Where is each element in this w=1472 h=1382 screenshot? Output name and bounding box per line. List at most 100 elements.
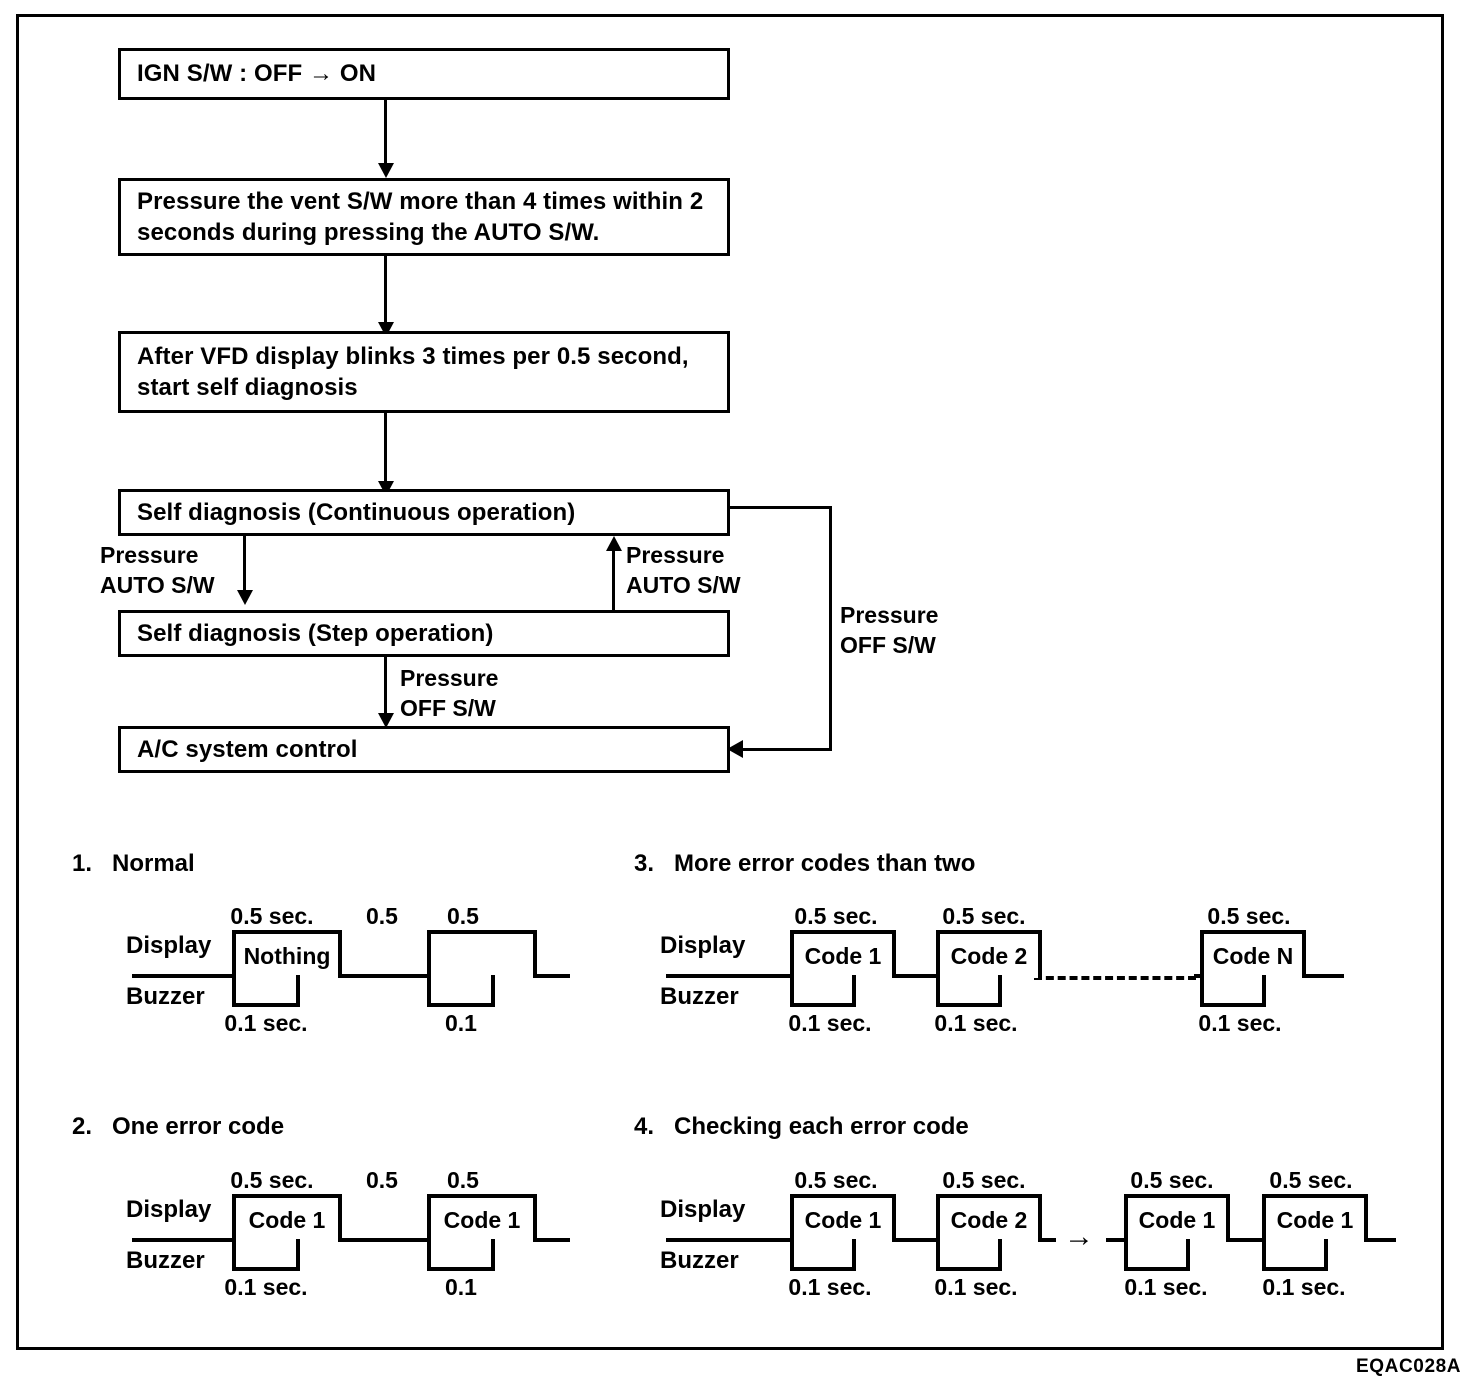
flow-connector-vent-to-vfd — [384, 256, 387, 330]
timing-4-baseline-right — [1106, 1238, 1396, 1242]
flow-node-continuous: Self diagnosis (Continuous operation) — [118, 489, 730, 536]
timing-2-pulse-1-display: Code 1 — [232, 1194, 342, 1242]
timing-2-pulse-2-display: Code 1 — [427, 1194, 537, 1242]
timing-3-pulse-1-display-text: Code 1 — [804, 942, 882, 969]
flow-connector-ign-to-vent — [384, 100, 387, 170]
timing-4-pulse-3-bottom-label: 0.1 sec. — [1124, 1274, 1208, 1300]
timing-1-pulse-1-top-label: 0.5 sec. — [230, 903, 314, 929]
timing-3-pulse-2-display-text: Code 2 — [950, 942, 1028, 969]
timing-3-pulse-1-buzzer — [790, 975, 856, 1007]
timing-4-pulse-4-display-text: Code 1 — [1276, 1206, 1354, 1233]
timing-2-pulse-2-display-text: Code 1 — [443, 1206, 521, 1233]
timing-1-pulse-1-bottom-label: 0.1 sec. — [224, 1010, 308, 1036]
timing-1-gap-label: 0.5 — [366, 903, 398, 929]
flow-connector-vfd-to-continuous — [384, 413, 387, 489]
flow-loop-bottom-segment — [742, 748, 832, 751]
timing-3-pulse-2-buzzer — [936, 975, 1002, 1007]
timing-3-pulse-n-display: Code N — [1200, 930, 1306, 978]
timing-2-pulse-1-top-label: 0.5 sec. — [230, 1167, 314, 1193]
flow-connector-step-to-continuous — [612, 545, 615, 610]
flow-node-step-label: Self diagnosis (Step operation) — [137, 619, 494, 647]
timing-4-display-label: Display — [660, 1196, 746, 1223]
flow-loop-vertical-segment — [829, 506, 832, 750]
timing-2-title: One error code — [112, 1113, 285, 1140]
timing-4-buzzer-label: Buzzer — [660, 1247, 739, 1274]
flow-arrowhead-step-to-continuous — [606, 536, 622, 551]
timing-3-display-label: Display — [660, 932, 746, 959]
timing-3-pulse-2-top-label: 0.5 sec. — [942, 903, 1026, 929]
timing-4-pulse-2-display: Code 2 — [936, 1194, 1042, 1242]
flow-label-auto-sw-up: Pressure AUTO S/W — [626, 542, 741, 599]
timing-1-pulse-2-display — [427, 930, 537, 978]
flow-node-ign-label: IGN S/W : OFF → ON — [137, 60, 377, 88]
timing-1-pulse-1-display-text: Nothing — [243, 942, 331, 969]
timing-3-pulse-n-top-label: 0.5 sec. — [1207, 903, 1291, 929]
timing-4-title: Checking each error code — [674, 1113, 969, 1140]
timing-2-pulse-2-buzzer — [427, 1239, 495, 1271]
timing-1-number: 1. — [72, 850, 93, 877]
timing-1-pulse-2-top-label: 0.5 — [447, 903, 479, 929]
flow-node-continuous-label: Self diagnosis (Continuous operation) — [137, 498, 576, 526]
flow-arrowhead-continuous-to-step — [237, 590, 253, 605]
timing-1-display-label: Display — [126, 932, 212, 959]
timing-1-pulse-2-bottom-label: 0.1 — [445, 1010, 477, 1036]
flow-node-ac-label: A/C system control — [137, 735, 358, 763]
timing-1-buzzer-label: Buzzer — [126, 983, 205, 1010]
timing-2-buzzer-label: Buzzer — [126, 1247, 205, 1274]
flow-node-step: Self diagnosis (Step operation) — [118, 610, 730, 657]
timing-3-pulse-2-display: Code 2 — [936, 930, 1042, 978]
flow-connector-continuous-to-step — [243, 536, 246, 598]
flow-node-ac: A/C system control — [118, 726, 730, 773]
timing-1-baseline — [132, 974, 570, 978]
timing-1-title: Normal — [112, 850, 195, 877]
timing-3-pulse-1-bottom-label: 0.1 sec. — [788, 1010, 872, 1036]
page-border — [16, 14, 1444, 1350]
flow-loop-top-segment — [727, 506, 832, 509]
flow-node-vent: Pressure the vent S/W more than 4 times … — [118, 178, 730, 256]
flow-node-ign: IGN S/W : OFF → ON — [118, 48, 730, 100]
timing-3-title: More error codes than two — [674, 850, 976, 877]
flow-node-vent-label: Pressure the vent S/W more than 4 times … — [137, 187, 704, 246]
timing-3-number: 3. — [634, 850, 655, 877]
timing-4-number: 4. — [634, 1113, 655, 1140]
timing-2-baseline — [132, 1238, 570, 1242]
timing-4-sequence-arrow: → — [1064, 1220, 1094, 1253]
flow-arrowhead-loop-to-ac — [727, 740, 743, 758]
timing-2-display-label: Display — [126, 1196, 212, 1223]
timing-2-pulse-1-display-text: Code 1 — [248, 1206, 326, 1233]
timing-4-pulse-1-display: Code 1 — [790, 1194, 896, 1242]
timing-1-pulse-1-buzzer — [232, 975, 300, 1007]
timing-2-pulse-2-bottom-label: 0.1 — [445, 1274, 477, 1300]
timing-3-dashed-continuation — [1034, 976, 1196, 980]
flow-node-vfd: After VFD display blinks 3 times per 0.5… — [118, 331, 730, 413]
timing-4-pulse-4-top-label: 0.5 sec. — [1269, 1167, 1353, 1193]
timing-3-pulse-1-display: Code 1 — [790, 930, 896, 978]
timing-4-pulse-1-display-text: Code 1 — [804, 1206, 882, 1233]
timing-4-pulse-1-top-label: 0.5 sec. — [794, 1167, 878, 1193]
flow-label-auto-sw-down: Pressure AUTO S/W — [100, 542, 215, 599]
timing-3-pulse-n-bottom-label: 0.1 sec. — [1198, 1010, 1282, 1036]
flow-label-off-sw-loop: Pressure OFF S/W — [840, 602, 939, 659]
flow-label-off-sw-step: Pressure OFF S/W — [400, 665, 499, 722]
timing-2-pulse-1-bottom-label: 0.1 sec. — [224, 1274, 308, 1300]
timing-4-pulse-4-display: Code 1 — [1262, 1194, 1368, 1242]
timing-3-pulse-1-top-label: 0.5 sec. — [794, 903, 878, 929]
timing-2-pulse-1-buzzer — [232, 1239, 300, 1271]
timing-4-pulse-2-buzzer — [936, 1239, 1002, 1271]
timing-4-pulse-3-display-text: Code 1 — [1138, 1206, 1216, 1233]
flow-connector-step-to-ac — [384, 657, 387, 721]
timing-3-pulse-n-display-text: Code N — [1212, 942, 1294, 969]
timing-4-pulse-3-display: Code 1 — [1124, 1194, 1230, 1242]
timing-4-pulse-1-buzzer — [790, 1239, 856, 1271]
timing-4-pulse-3-buzzer — [1124, 1239, 1190, 1271]
flow-node-vfd-label: After VFD display blinks 3 times per 0.5… — [137, 342, 689, 401]
timing-3-pulse-2-bottom-label: 0.1 sec. — [934, 1010, 1018, 1036]
flow-arrowhead-step-to-ac — [378, 713, 394, 728]
timing-1-pulse-2-buzzer — [427, 975, 495, 1007]
timing-3-buzzer-label: Buzzer — [660, 983, 739, 1010]
timing-4-pulse-1-bottom-label: 0.1 sec. — [788, 1274, 872, 1300]
timing-2-pulse-2-top-label: 0.5 — [447, 1167, 479, 1193]
timing-4-pulse-2-top-label: 0.5 sec. — [942, 1167, 1026, 1193]
timing-4-pulse-4-buzzer — [1262, 1239, 1328, 1271]
